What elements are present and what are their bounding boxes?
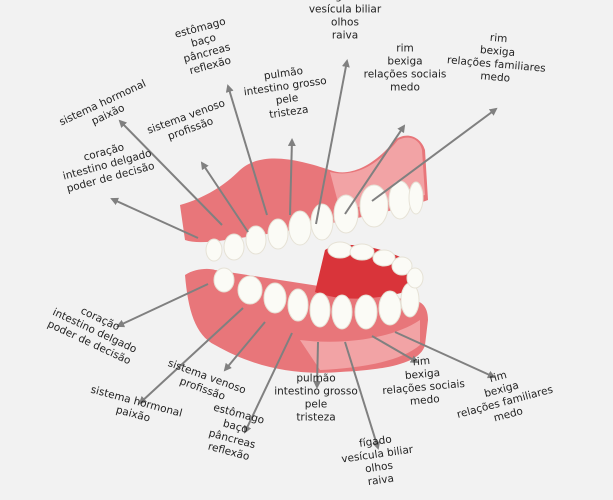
label-line: vesícula biliar	[309, 4, 382, 16]
label-line: rim	[488, 369, 508, 385]
upper-label-8: rimbexigarelações familiaresmedo	[445, 28, 548, 87]
arrow-lower-6	[344, 341, 381, 450]
label-line: fígado	[329, 0, 362, 3]
label-line: intestino grosso	[274, 386, 358, 398]
arrow-upper-6	[315, 59, 350, 225]
arrow-lower-4	[243, 332, 293, 434]
arrow-upper-8	[371, 107, 498, 202]
lower-label-6: fígadovesícula biliarolhosraiva	[339, 431, 418, 492]
upper-label-4: sistema venosoprofissão	[145, 97, 231, 149]
label-line: pele	[305, 399, 328, 411]
arrow-lower-5	[313, 341, 322, 389]
label-line: tristeza	[296, 412, 335, 424]
arrow-upper-1	[110, 197, 199, 239]
label-line: medo	[390, 82, 420, 94]
lower-teeth	[213, 241, 424, 330]
lower-label-8: rimbexigarelações familiaresmedo	[449, 359, 558, 434]
label-line: pulmão	[263, 65, 304, 82]
arrow-lower-8	[394, 331, 496, 379]
arrow-upper-3	[225, 84, 268, 216]
label-line: rim	[489, 32, 507, 45]
arrow-lower-7	[371, 335, 419, 364]
upper-label-6: fígadovesícula biliarolhosraiva	[309, 0, 382, 42]
arrow-upper-7	[344, 124, 406, 215]
label-line: relações sociais	[364, 69, 447, 81]
denture-illustration	[180, 135, 428, 373]
label-line: rim	[412, 355, 430, 368]
lower-gum-highlight	[300, 320, 420, 370]
label-line: pele	[275, 92, 299, 107]
label-line: bexiga	[387, 56, 422, 68]
arrow-lower-1	[116, 283, 209, 328]
label-line: olhos	[364, 460, 393, 476]
upper-label-3: estômagobaçopâncreasreflexão	[173, 16, 237, 79]
arrows	[110, 59, 498, 450]
lower-label-2: sistema hormonalpaixão	[86, 384, 184, 433]
label-line: bexiga	[479, 44, 515, 59]
label-line: olhos	[331, 17, 359, 29]
label-line: medo	[409, 393, 440, 408]
label-line: raiva	[332, 30, 358, 42]
label-line: fígado	[358, 433, 392, 449]
label-line: rim	[396, 43, 413, 55]
lower-label-1: coraçãointestino delgadopoder de decisão	[45, 294, 144, 367]
arrow-lower-2	[138, 307, 244, 405]
label-line: bexiga	[404, 367, 440, 382]
label-line: raiva	[367, 473, 395, 489]
label-line: tristeza	[269, 104, 310, 121]
arrow-lower-3	[223, 321, 266, 372]
organ-labels: coraçãointestino delgadopoder de decisão…	[45, 0, 558, 492]
arrow-upper-4	[200, 161, 249, 233]
label-line: pulmão	[296, 373, 335, 385]
upper-teeth	[205, 180, 424, 262]
upper-label-2: sistema hormonalpaixão	[57, 78, 153, 141]
label-line: medo	[480, 70, 511, 85]
upper-label-5: pulmãointestino grossopeletristeza	[241, 62, 331, 124]
arrow-upper-5	[287, 138, 296, 216]
arrow-upper-2	[118, 119, 223, 226]
lower-label-3: sistema venosoprofissão	[162, 357, 248, 409]
